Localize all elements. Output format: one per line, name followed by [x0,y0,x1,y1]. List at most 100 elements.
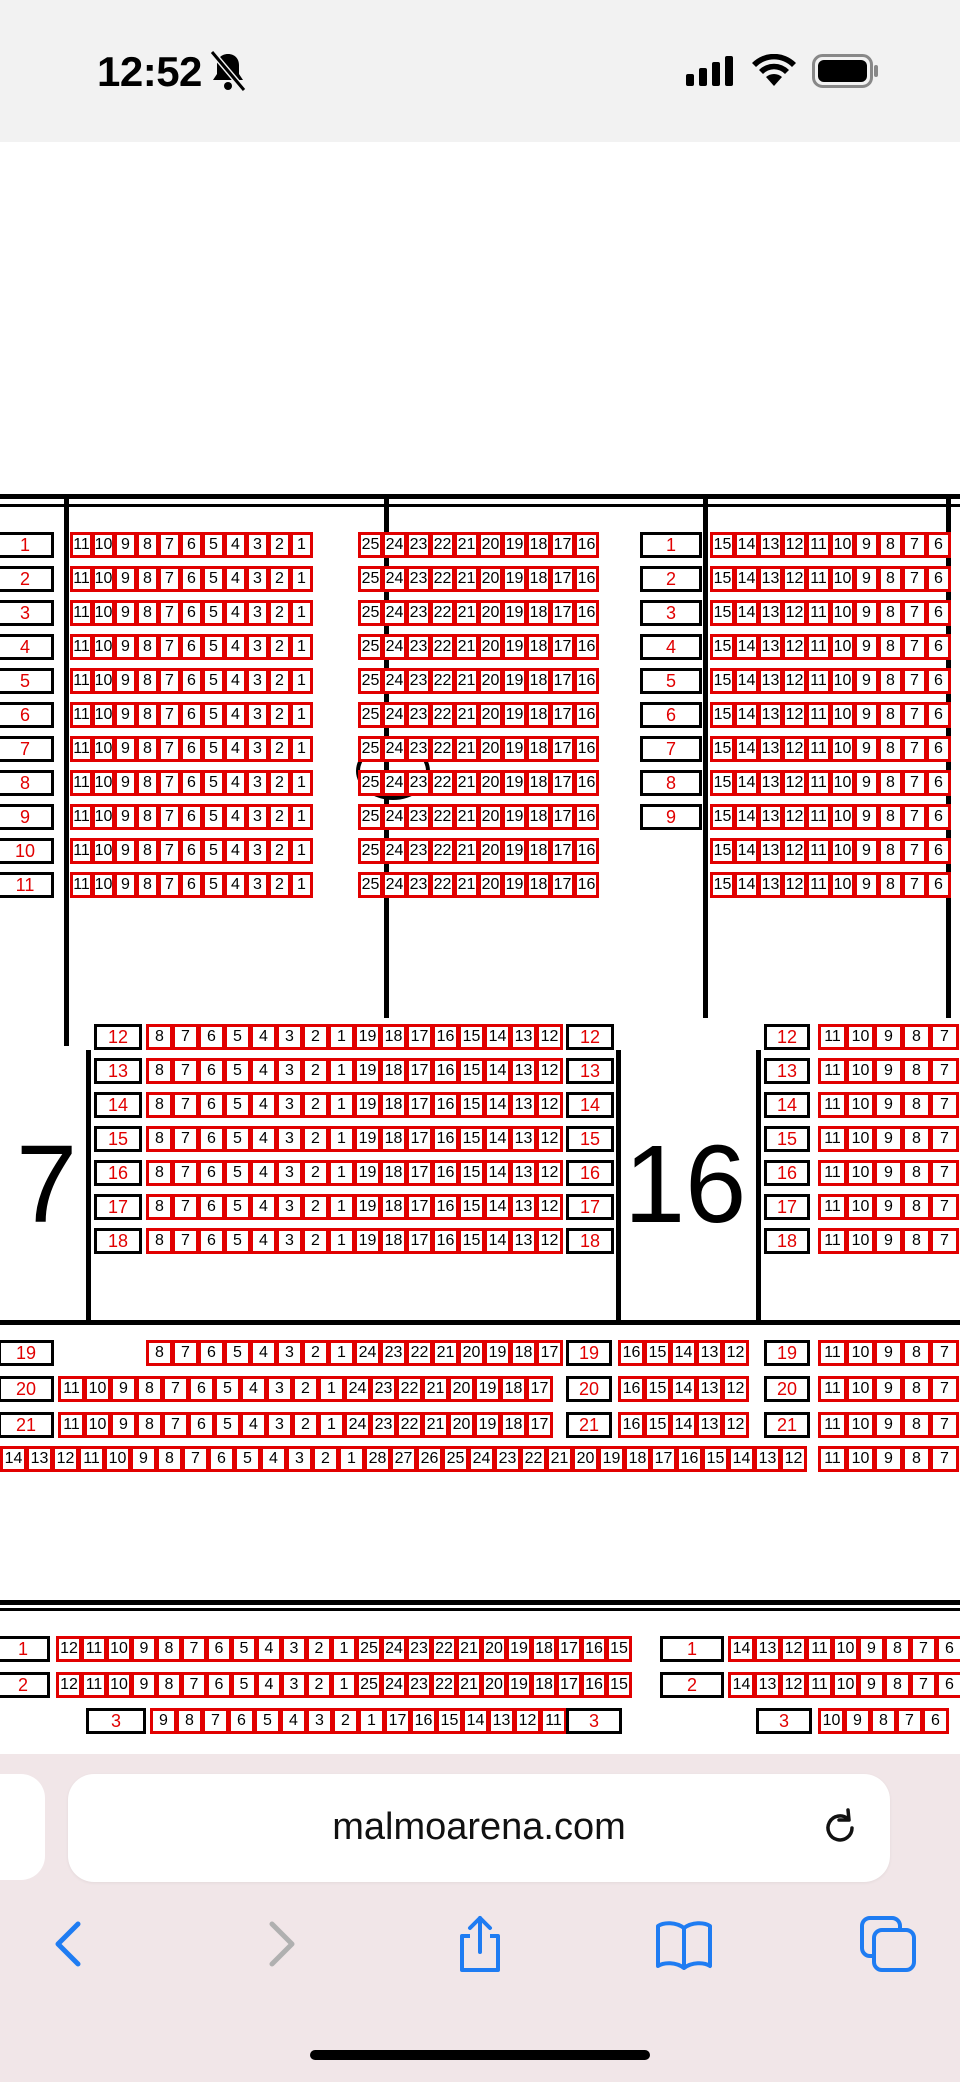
seat[interactable]: 6 [180,702,203,728]
seat[interactable]: 10 [104,1446,131,1472]
seat[interactable]: 7 [172,1058,199,1084]
seat[interactable]: 3 [246,838,269,864]
seat[interactable]: 8 [878,770,903,796]
seat[interactable]: 1 [290,838,313,864]
seat[interactable]: 7 [930,1446,959,1472]
seat[interactable]: 5 [224,1228,251,1254]
seat[interactable]: 8 [902,1376,931,1402]
seat[interactable]: 6 [926,838,951,864]
seat[interactable]: 11 [81,1672,107,1698]
seat[interactable]: 11 [806,702,831,728]
seat[interactable]: 6 [180,838,203,864]
seat[interactable]: 20 [478,566,503,592]
seat[interactable]: 7 [910,1636,937,1662]
seat[interactable]: 24 [382,838,407,864]
seat[interactable]: 23 [406,804,431,830]
seat[interactable]: 7 [158,634,181,660]
seat[interactable]: 7 [930,1092,959,1118]
seat[interactable]: 23 [494,1446,521,1472]
seat[interactable]: 1 [328,1228,355,1254]
seat[interactable]: 24 [382,634,407,660]
seat[interactable]: 6 [926,872,951,898]
seat[interactable]: 17 [556,1636,582,1662]
seat[interactable]: 8 [136,566,159,592]
seat[interactable]: 16 [574,872,599,898]
seat[interactable]: 14 [484,1092,511,1118]
seat[interactable]: 12 [782,804,807,830]
seat[interactable]: 7 [158,600,181,626]
seat[interactable]: 12 [780,1672,807,1698]
seat[interactable]: 16 [581,1672,607,1698]
seat[interactable]: 20 [478,600,503,626]
seat[interactable]: 19 [354,1228,381,1254]
seat[interactable]: 19 [502,770,527,796]
seat[interactable]: 9 [874,1126,903,1152]
seat[interactable]: 8 [136,1376,163,1402]
seat[interactable]: 20 [458,1340,485,1366]
seat[interactable]: 6 [188,1412,215,1438]
seat[interactable]: 21 [454,600,479,626]
seat[interactable]: 17 [550,668,575,694]
seat[interactable]: 15 [606,1636,632,1662]
seat[interactable]: 18 [526,668,551,694]
seat[interactable]: 14 [670,1376,697,1402]
seat[interactable]: 14 [728,1636,755,1662]
seat[interactable]: 15 [644,1376,671,1402]
seat[interactable]: 16 [574,804,599,830]
seat[interactable]: 4 [250,1058,277,1084]
seat[interactable]: 9 [114,566,137,592]
seat[interactable]: 4 [224,736,247,762]
seat[interactable]: 6 [926,600,951,626]
seat[interactable]: 24 [344,1412,371,1438]
seat[interactable]: 12 [536,1160,563,1186]
seat[interactable]: 6 [206,1672,232,1698]
seat[interactable]: 9 [874,1228,903,1254]
seat[interactable]: 13 [754,1672,781,1698]
seat[interactable]: 3 [246,872,269,898]
seat[interactable]: 6 [180,668,203,694]
seat[interactable]: 13 [510,1024,537,1050]
seat[interactable]: 15 [458,1058,485,1084]
seat[interactable]: 12 [782,702,807,728]
seat[interactable]: 18 [500,1412,527,1438]
seat[interactable]: 22 [430,668,455,694]
seat[interactable]: 9 [114,668,137,694]
seat[interactable]: 5 [202,668,225,694]
seat[interactable]: 8 [902,1024,931,1050]
seat[interactable]: 11 [70,736,93,762]
seat[interactable]: 9 [874,1160,903,1186]
seat[interactable]: 1 [331,1672,357,1698]
seat[interactable]: 15 [710,838,735,864]
seat[interactable]: 6 [198,1228,225,1254]
seat[interactable]: 14 [734,634,759,660]
seat[interactable]: 12 [782,736,807,762]
seat[interactable]: 9 [114,804,137,830]
seat[interactable]: 16 [618,1376,645,1402]
seat[interactable]: 18 [526,872,551,898]
seat[interactable]: 18 [380,1228,407,1254]
seat[interactable]: 13 [510,1092,537,1118]
seat[interactable]: 19 [484,1340,511,1366]
seat[interactable]: 17 [550,532,575,558]
seat[interactable]: 9 [874,1024,903,1050]
seat[interactable]: 21 [422,1412,449,1438]
seat[interactable]: 3 [246,804,269,830]
seat[interactable]: 6 [926,770,951,796]
seat[interactable]: 9 [110,1376,137,1402]
seat[interactable]: 9 [854,770,879,796]
seat[interactable]: 6 [926,634,951,660]
seat[interactable]: 21 [454,872,479,898]
seat[interactable]: 17 [550,702,575,728]
seat[interactable]: 9 [114,770,137,796]
seat[interactable]: 13 [758,872,783,898]
seat[interactable]: 6 [926,532,951,558]
seat[interactable]: 10 [846,1058,875,1084]
seat[interactable]: 10 [830,532,855,558]
seat[interactable]: 1 [290,736,313,762]
seat[interactable]: 2 [302,1058,329,1084]
seat[interactable]: 3 [276,1228,303,1254]
seat[interactable]: 9 [874,1412,903,1438]
seat[interactable]: 18 [526,838,551,864]
seat[interactable]: 8 [136,838,159,864]
seat[interactable]: 1 [328,1194,355,1220]
